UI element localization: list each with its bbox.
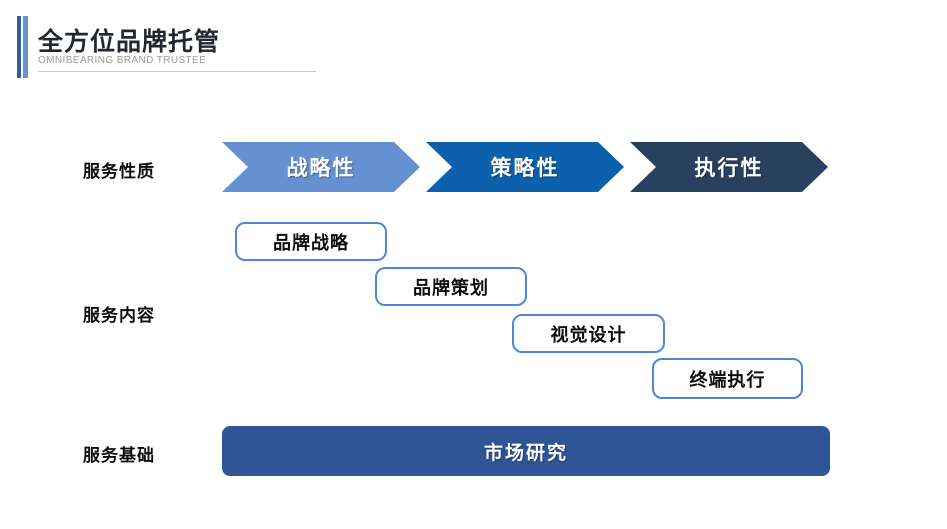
chevron-arrow-tactical-label: 策略性: [490, 157, 560, 180]
chevron-arrow-strategic-label: 战略性: [286, 157, 356, 180]
content-box-label: 品牌战略: [273, 232, 349, 253]
row-label-service-base: 服务基础: [83, 446, 155, 465]
chevron-arrow-executive: 执行性: [630, 142, 828, 192]
content-box-label: 视觉设计: [550, 324, 627, 345]
content-box-brand-strategy: 品牌战略: [235, 222, 387, 261]
content-box-label: 品牌策划: [413, 277, 489, 298]
chevron-arrow-tactical: 策略性: [426, 142, 624, 192]
row-label-service-content: 服务内容: [83, 306, 155, 325]
content-box-label: 终端执行: [689, 369, 766, 390]
base-bar-market-research: 市场研究: [222, 426, 830, 476]
page-title: 全方位品牌托管: [38, 28, 221, 56]
content-box-visual-design: 视觉设计: [512, 314, 665, 353]
page-subtitle: OMNIBEARING BRAND TRUSTEE: [38, 55, 207, 66]
service-nature-arrow-track: 战略性 策略性 执行性: [222, 142, 828, 192]
title-accent-bar-light: [23, 16, 28, 78]
chevron-arrow-strategic: 战略性: [222, 142, 420, 192]
row-label-service-nature: 服务性质: [83, 162, 155, 181]
title-accent-bar-dark: [17, 16, 21, 78]
content-box-brand-planning: 品牌策划: [375, 267, 527, 306]
header-divider: [38, 71, 316, 72]
content-box-terminal-execution: 终端执行: [652, 358, 803, 399]
chevron-arrow-executive-label: 执行性: [694, 157, 764, 180]
base-bar-label: 市场研究: [483, 442, 568, 464]
